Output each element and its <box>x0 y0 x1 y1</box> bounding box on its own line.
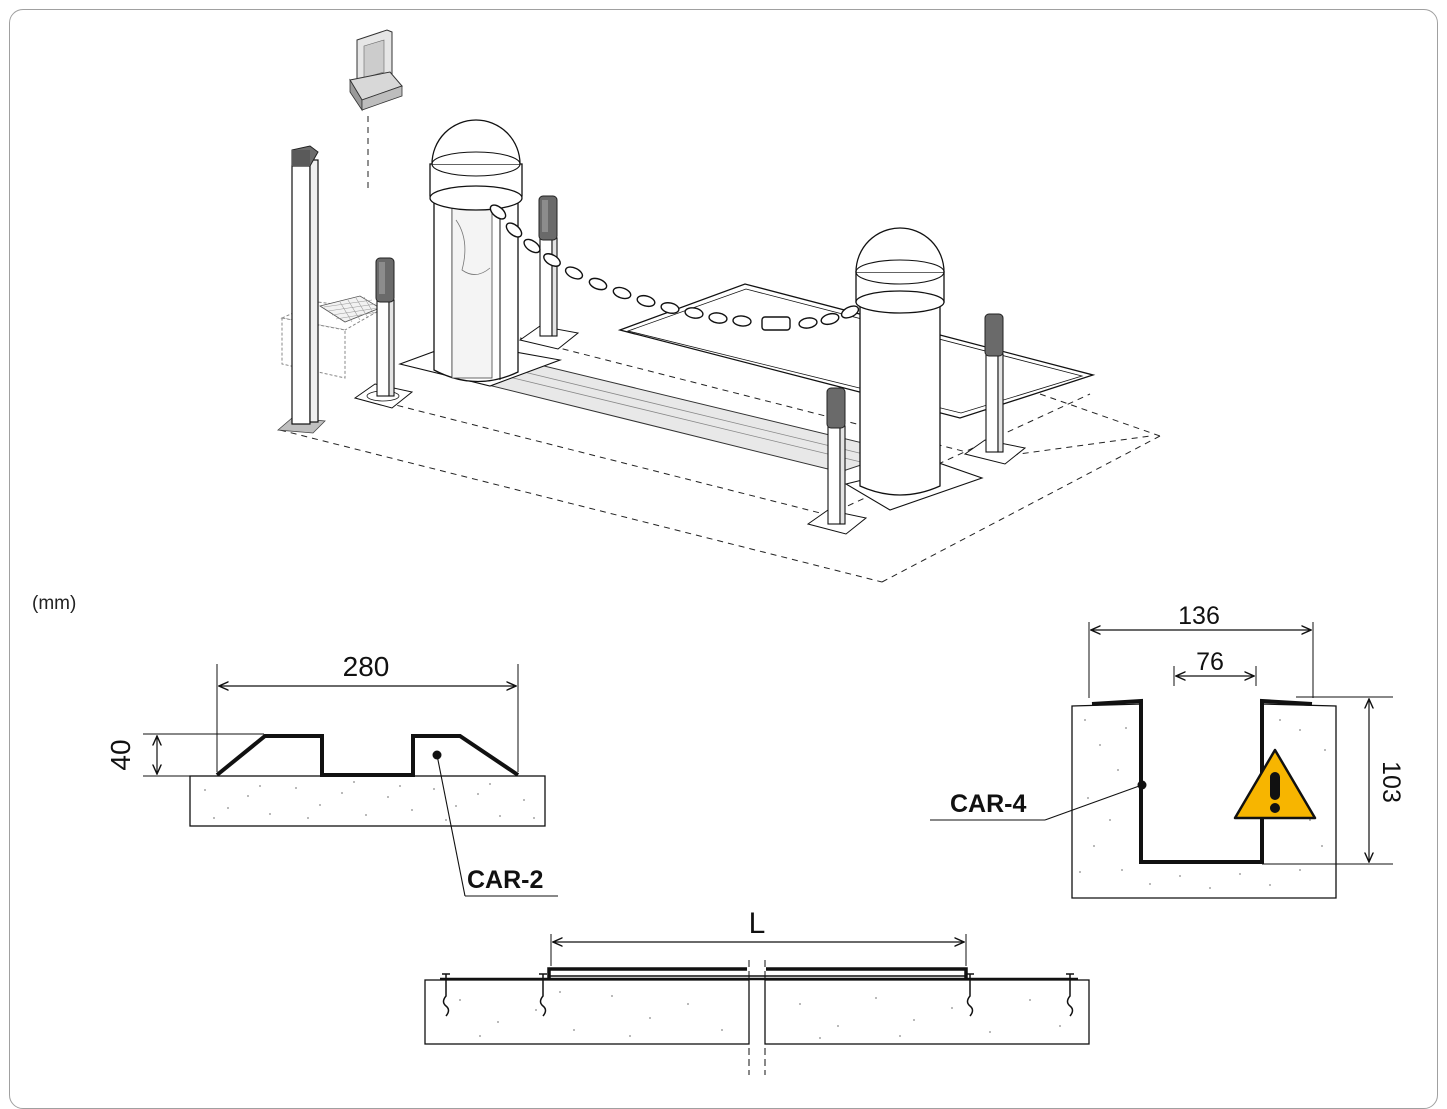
callout-car4: CAR-4 <box>950 790 1026 818</box>
bollard-main-unit <box>398 119 563 387</box>
photocell-post-left <box>353 257 414 409</box>
car4-profile <box>1091 698 1313 864</box>
photocell-post-front <box>806 387 868 535</box>
tall-post <box>277 145 326 434</box>
chain <box>489 204 860 331</box>
photocell-post-right <box>963 313 1027 465</box>
wall-selector <box>349 29 403 112</box>
dim-103: 103 <box>1377 761 1405 803</box>
dim-136: 136 <box>1178 602 1220 630</box>
dim-280: 280 <box>343 651 390 682</box>
dim-76: 76 <box>1196 648 1224 676</box>
perspective-view <box>277 29 1161 583</box>
units-label: (mm) <box>32 593 77 614</box>
dim-40: 40 <box>105 739 136 770</box>
bollard-secondary <box>844 227 984 511</box>
callout-car2: CAR-2 <box>467 866 543 894</box>
concrete-texture <box>459 991 1061 1039</box>
concrete-texture <box>204 781 535 821</box>
car2-profile <box>215 734 520 777</box>
concrete-slab-left <box>424 979 750 1045</box>
dim-L: L <box>749 907 766 940</box>
car4-section: 136 76 103 CAR-4 <box>930 602 1405 899</box>
anchor-bolts <box>442 973 1074 1017</box>
length-section: L <box>424 907 1090 1075</box>
concrete-slab-right <box>764 979 1090 1045</box>
warning-icon <box>1233 748 1317 820</box>
car2-section: 280 40 CAR-2 <box>105 651 558 897</box>
concrete-slab-car2 <box>189 775 546 827</box>
